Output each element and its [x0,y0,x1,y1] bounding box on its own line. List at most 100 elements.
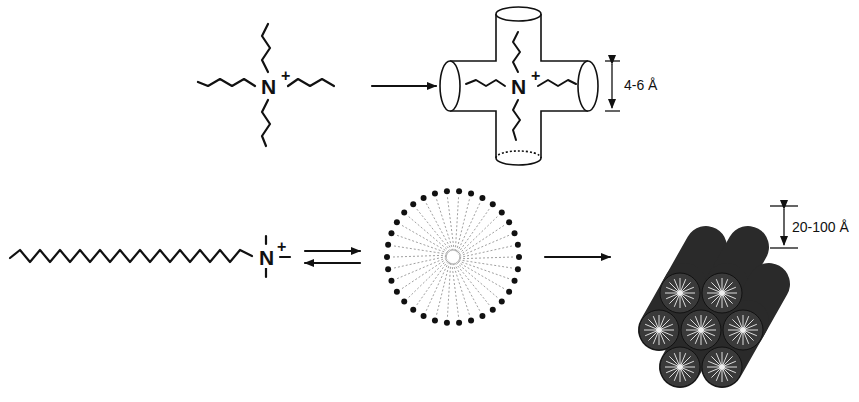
micelle-section [686,330,698,331]
propyl-chain [513,32,520,72]
micelle-section [674,353,679,364]
cylinder-face [660,273,700,313]
micelle-section [716,279,721,290]
micelle-section [728,330,740,331]
head-group [388,278,394,284]
head-group [421,313,427,319]
micelle-section [746,324,757,329]
micelle-section [644,330,656,331]
head-group [384,254,390,260]
head-group [516,254,522,260]
micelle-section [707,293,719,294]
channel-intersection [440,7,598,165]
micelle-section [737,316,742,327]
micelle-section [683,293,695,294]
surfactant-tail [447,197,454,251]
head-group [432,317,438,323]
head-group [456,188,462,194]
micelle-section [659,333,660,345]
head-group [490,307,496,313]
micelle-section [744,333,749,344]
head-group [410,307,416,313]
cylinder-face [681,310,721,350]
propyl-chain [538,80,576,86]
head-group [401,210,407,216]
methyl-bond [265,236,267,244]
micelle-section [704,330,716,331]
head-group [479,195,485,201]
head-group [479,313,485,319]
surfactant-tail [457,262,504,289]
micelle-section [729,331,740,336]
micelle-section [687,331,698,336]
head-group [490,201,496,207]
micelle-section [743,333,744,345]
micelle-core [656,327,662,333]
micelle-section [701,333,702,345]
cylinder-face [702,273,742,313]
equilibrium-arrow [305,250,360,252]
surfactant-tail [417,209,451,251]
micelle-section [701,315,702,327]
micelle [384,188,522,325]
micelle-section [683,367,695,368]
charge-sign: + [281,68,290,84]
head-group [499,210,505,216]
propyl-chain [262,24,270,72]
equilibrium-arrow [305,262,360,264]
cylinder-face [660,347,700,387]
micelle-section [680,352,681,364]
micelle-section [725,367,737,368]
micelle-core [719,290,725,296]
micelle-section [746,330,758,331]
micelle-section [681,296,686,307]
micelle-section [723,370,728,381]
micelle-section [722,278,723,290]
micelle-section [723,296,728,307]
micelle-section [725,293,737,294]
surfactant-tail [456,262,497,297]
surfactant-tail [409,217,450,252]
micelle-section [645,331,656,336]
methyl-bond [265,268,267,277]
micelle-section [680,278,681,290]
dimension-label: 4-6 Å [624,78,657,92]
micelle-section [708,294,719,299]
nitrogen-atom: N [260,76,277,97]
surfactant-tail [459,257,513,259]
surfactant-tail [426,203,452,251]
cylinder-face [639,310,679,350]
micelle-section [659,315,660,327]
head-group [506,219,512,225]
head-group [385,242,391,248]
surfactant-tail [417,261,448,305]
surfactant-tail [459,235,509,256]
micelle-section [743,315,744,327]
micelle-core [677,364,683,370]
micelle-section [725,287,736,292]
micelle-core [698,327,704,333]
micelle-section [681,370,686,381]
head-group [388,230,394,236]
head-group [421,195,427,201]
micelle-section [660,333,665,344]
head-group [432,191,438,197]
micelle-section [683,361,694,366]
charge-sign: + [277,239,286,255]
alkyl-chain [10,250,252,262]
micelle-section [708,368,719,373]
head-group [499,298,505,304]
hexagonal-array [639,247,769,387]
surfactant-tail [402,225,449,252]
propyl-chain [262,100,270,146]
micelle-section [665,293,677,294]
head-group [394,219,400,225]
micelle-section [665,367,677,368]
head-group [515,242,521,248]
head-group [512,230,518,236]
head-group [385,266,391,272]
head-group [512,278,518,284]
micelle-section [704,324,715,329]
